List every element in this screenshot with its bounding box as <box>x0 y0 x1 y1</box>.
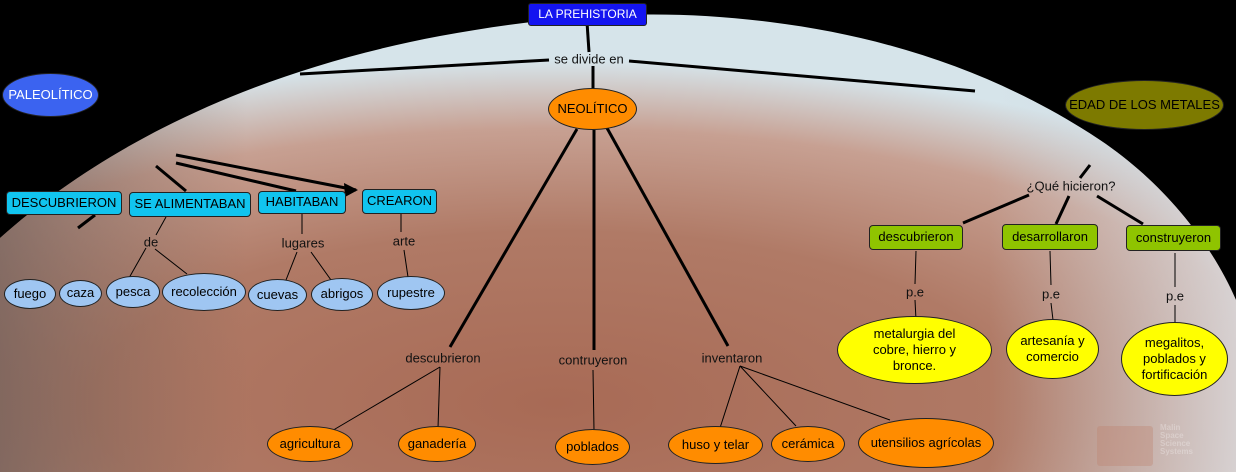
pe-label-3: p.e <box>1165 288 1185 304</box>
neo-link-contruyeron: contruyeron <box>558 352 628 368</box>
neo-item-ganaderia[interactable]: ganadería <box>398 426 476 462</box>
neo-item-huso-y-telar[interactable]: huso y telar <box>668 426 763 464</box>
link-label-lugares: lugares <box>281 235 325 251</box>
edad-de-los-metales-node[interactable]: EDAD DE LOS METALES <box>1065 80 1224 130</box>
neo-item-ceramica[interactable]: cerámica <box>771 426 845 462</box>
paleo-item-pesca[interactable]: pesca <box>106 276 160 308</box>
metales-item-megalitos[interactable]: megalitos, poblados y fortificación <box>1121 322 1228 396</box>
paleo-category-habitaban[interactable]: HABITABAN <box>258 191 346 214</box>
pe-label-1: p.e <box>905 284 925 300</box>
metales-question-label: ¿Qué hicieron? <box>1026 178 1116 194</box>
watermark-text: Malin Space Science Systems <box>1160 423 1193 456</box>
neo-item-agricultura[interactable]: agricultura <box>267 426 353 462</box>
metales-category-construyeron[interactable]: construyeron <box>1126 225 1221 251</box>
neolitico-node[interactable]: NEOLÍTICO <box>548 88 637 130</box>
paleo-category-crearon[interactable]: CREARON <box>362 189 437 214</box>
metales-item-metalurgia[interactable]: metalurgia del cobre, hierro y bronce. <box>837 316 992 384</box>
paleo-item-rupestre[interactable]: rupestre <box>377 276 445 310</box>
neo-item-utensilios-agricolas[interactable]: utensilios agrícolas <box>858 418 994 468</box>
paleo-item-caza[interactable]: caza <box>59 280 102 307</box>
pe-label-2: p.e <box>1041 286 1061 302</box>
metales-item-artesania[interactable]: artesanía y comercio <box>1006 319 1099 379</box>
link-label-arte: arte <box>392 233 416 249</box>
link-label-de: de <box>143 234 159 250</box>
root-link-label: se divide en <box>554 51 624 67</box>
paleo-item-fuego[interactable]: fuego <box>4 279 56 309</box>
metales-category-desarrollaron[interactable]: desarrollaron <box>1002 224 1098 250</box>
watermark-logo <box>1097 426 1153 466</box>
neo-link-inventaron: inventaron <box>701 350 763 366</box>
paleo-category-descubrieron[interactable]: DESCUBRIERON <box>6 191 122 215</box>
paleo-item-recoleccion[interactable]: recolección <box>162 273 246 311</box>
root-node[interactable]: LA PREHISTORIA <box>528 3 647 26</box>
paleo-item-cuevas[interactable]: cuevas <box>248 279 307 311</box>
paleolitico-node[interactable]: PALEOLÍTICO <box>2 73 99 117</box>
neo-link-descubrieron: descubrieron <box>405 350 481 366</box>
paleo-category-se-alimentaban[interactable]: SE ALIMENTABAN <box>129 192 251 217</box>
metales-category-descubrieron[interactable]: descubrieron <box>869 225 963 250</box>
neo-item-poblados[interactable]: poblados <box>555 429 630 465</box>
paleo-item-abrigos[interactable]: abrigos <box>311 278 373 311</box>
